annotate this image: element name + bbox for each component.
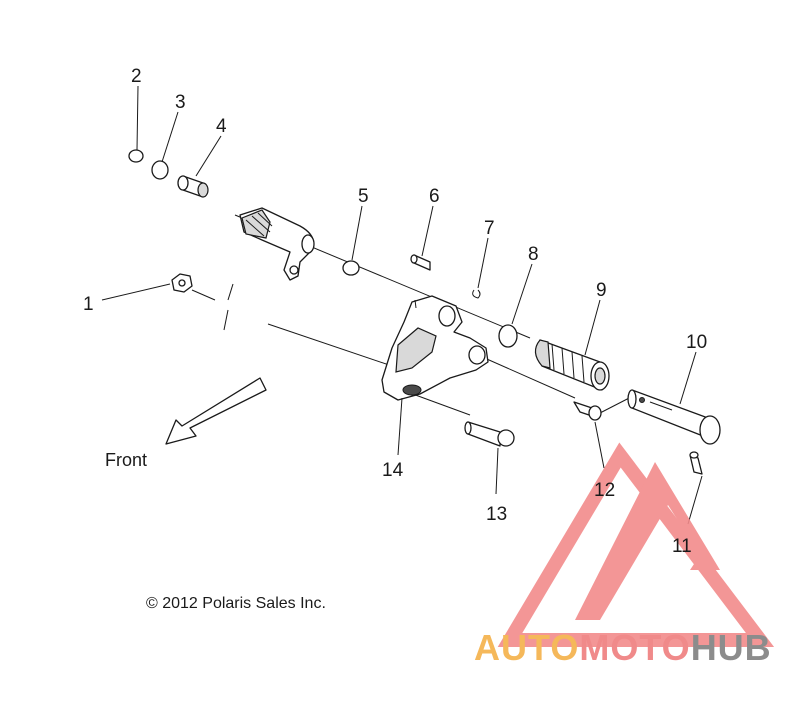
callout-10: 10 xyxy=(686,332,707,353)
part-10-clevis-pin xyxy=(627,389,721,445)
watermark-logo xyxy=(497,442,775,647)
watermark-triangle-icon xyxy=(497,442,775,647)
part-6-pin xyxy=(410,254,431,271)
part-14-shift-lever xyxy=(381,295,489,401)
watermark-text: AUTOMOTOHUB xyxy=(474,627,772,668)
callout-1: 1 xyxy=(83,294,94,315)
shift-arm-upper xyxy=(239,207,315,281)
part-9-peg-rubber xyxy=(534,339,610,391)
part-7-clip xyxy=(472,289,481,299)
callout-12: 12 xyxy=(594,480,615,501)
part-8-washer xyxy=(498,324,518,348)
watermark-moto: MOTO xyxy=(579,627,690,668)
callout-3: 3 xyxy=(175,92,186,113)
part-2-snap-ring xyxy=(128,149,144,163)
front-direction-arrow xyxy=(165,377,267,445)
part-12-bolt xyxy=(573,401,602,421)
copyright-text: © 2012 Polaris Sales Inc. xyxy=(146,595,326,612)
callout-14: 14 xyxy=(382,460,404,481)
callout-9: 9 xyxy=(596,280,607,301)
callout-4: 4 xyxy=(216,116,227,137)
watermark-auto: AUTO xyxy=(474,627,579,668)
callout-labels: 2 3 4 5 6 7 8 9 10 1 14 13 12 11 xyxy=(83,66,707,557)
callout-2: 2 xyxy=(131,66,142,87)
part-3-washer xyxy=(151,160,169,180)
callout-8: 8 xyxy=(528,244,539,265)
watermark-hub: HUB xyxy=(691,627,772,668)
part-1-nut xyxy=(171,273,193,293)
callout-13: 13 xyxy=(486,504,507,525)
callout-5: 5 xyxy=(358,186,369,207)
part-13-bolt xyxy=(464,421,515,447)
callout-leaders xyxy=(101,85,703,525)
callout-6: 6 xyxy=(429,186,440,207)
part-5-o-ring xyxy=(342,260,360,276)
part-4-bushing xyxy=(177,175,209,198)
callout-7: 7 xyxy=(484,218,495,239)
front-label: Front xyxy=(105,450,147,470)
callout-11: 11 xyxy=(672,536,692,557)
part-11-grease-fitting xyxy=(689,451,703,475)
